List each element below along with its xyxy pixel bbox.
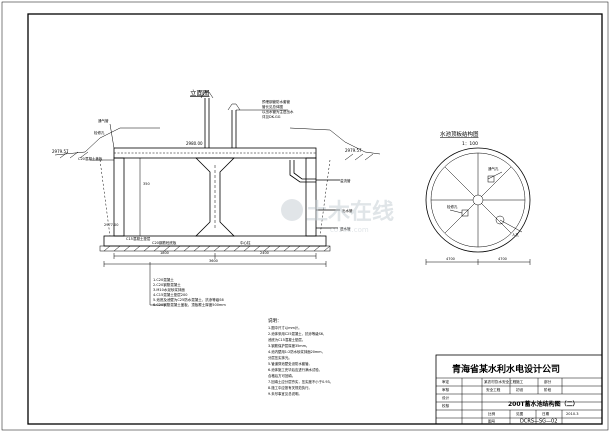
role-4: 校核 — [442, 403, 450, 408]
dim-height: 350 — [143, 182, 150, 186]
label-inlet: 进水管 — [340, 226, 351, 231]
scale-value: 见图 — [516, 412, 524, 416]
scale-label: 比例 — [488, 411, 496, 416]
project-line-1: 某农村饮水安全工程 — [484, 379, 517, 384]
stage-value: 部分 — [544, 379, 552, 384]
stage-label: 施工 — [516, 379, 524, 384]
plan-view: 水池顶板结构图 1：100 人孔 通气孔 检修孔 4700 4700 — [425, 130, 531, 265]
label-column: 中心柱 — [240, 240, 251, 245]
spec-item-1: 1.C20混凝土 — [153, 277, 174, 282]
label-outlet: 出水管 — [342, 208, 353, 213]
notes-item-10: 7.回填土应分层夯实，压实度不小于0.93。 — [268, 379, 333, 384]
ground-hatch-left — [59, 151, 89, 159]
vent-cap-left — [200, 91, 214, 99]
level-top: 2980.00 — [186, 141, 203, 146]
dept-label: 初设 — [516, 387, 524, 392]
plan-label-a: 通气孔 — [488, 166, 499, 171]
date-label: 日期 — [542, 411, 550, 416]
spec-item-2: 2.C20钢筋混凝土 — [153, 282, 181, 287]
level-right: 2979.57 — [345, 148, 362, 153]
label-cover: C20混凝土盖板 — [78, 156, 103, 161]
label-bottom-slab: C20钢筋砼底板 — [152, 240, 177, 245]
role-1: 审定 — [442, 379, 450, 384]
ground-line-right — [289, 127, 381, 155]
watermark-url: co188.com — [330, 226, 369, 234]
section-title: 立面图 — [190, 88, 210, 97]
note-line-1: 预埋钢管防水套管 — [262, 99, 290, 104]
title-block-frame — [435, 354, 603, 425]
base-layer — [99, 245, 331, 252]
title-block: 青海省某水利水电设计公司 某农村饮水安全工程 安全工程 审定 审核 设计 校核 … — [435, 354, 603, 425]
role-2: 审核 — [442, 387, 450, 392]
sheet-border-inner — [27, 13, 603, 425]
drawing-number: DCRS—SG—02 — [520, 419, 557, 425]
plan-opening-vent — [487, 175, 495, 183]
date-value: 2010.3 — [566, 412, 579, 416]
watermark-text: 土木在线 — [306, 199, 394, 225]
project-line-2: 安全工程 — [486, 387, 501, 392]
section-view: 立面图 2979.57 2979.57 2980.00 C20钢筋砼底板 中心 — [52, 88, 381, 267]
sheet-label: 图号 — [488, 419, 496, 424]
drawing-title: 200T蓄水池结构图（二） — [508, 400, 579, 408]
plan-dim-right: 4700 — [498, 257, 507, 261]
spec-item-3: 3.M10水泥砂浆抹面 — [153, 287, 185, 292]
label-riser: 通气管 — [98, 118, 109, 123]
dim-label-3: 2400 — [260, 251, 269, 255]
notes-item-3: 池底为C15混凝土垫层。 — [268, 337, 305, 342]
spec-item-4: 4.C15混凝土垫层200 — [153, 292, 187, 297]
notes-item-8: 6.池体施工完毕后应进行满水试验， — [268, 367, 322, 372]
company-name: 青海省某水利水电设计公司 — [452, 363, 560, 375]
notes-item-1: 1.图中尺寸以mm计。 — [268, 325, 302, 330]
label-overflow: 溢流管 — [340, 178, 351, 183]
dim-label-2: 1800 — [160, 251, 169, 255]
plan-label-c: 人孔 — [512, 232, 520, 237]
plan-dim-left: 4700 — [446, 257, 455, 261]
spec-item-5: 5.池底及池壁为C25防水混凝土，抗渗等级S6 — [153, 297, 224, 302]
notes-item-7: 5.管道穿池壁处设防水套管。 — [268, 361, 312, 366]
notes-item-2: 2.池体采用C25混凝土，抗渗等级S6， — [268, 331, 326, 336]
notes-item-9: 合格后方可回填。 — [268, 373, 295, 378]
note-line-4: 详见DK-GG — [262, 114, 281, 119]
notes-item-12: 9.未尽事宜见总说明。 — [268, 391, 302, 396]
notes-block: 说明： 1.图中尺寸以mm计。 2.池体采用C25混凝土，抗渗等级S6， 池底为… — [268, 317, 333, 396]
level-bottom: 2977.00 — [104, 223, 118, 227]
level-left: 2979.57 — [52, 149, 69, 154]
notes-heading: 说明： — [268, 317, 282, 324]
watermark: 土木在线 co188.com — [281, 199, 394, 234]
plan-outer-circle — [425, 147, 531, 253]
watermark-logo-icon — [281, 199, 303, 221]
label-base: C15混凝土垫层 — [126, 236, 151, 241]
plan-opening-manhole — [495, 215, 505, 225]
dim-label-1: 3600 — [209, 259, 218, 263]
plan-scale: 1：100 — [462, 141, 478, 147]
label-vent: 检修孔 — [94, 130, 105, 135]
spec-list: 1.C20混凝土 2.C20钢筋混凝土 3.M10水泥砂浆抹面 4.C15混凝土… — [149, 262, 226, 307]
plan-radial-beams — [431, 153, 525, 247]
ground-line-left — [54, 127, 160, 156]
role-3: 设计 — [442, 395, 450, 400]
notes-item-4: 3.钢筋保护层厚度35mm。 — [268, 343, 309, 348]
note-line-2: 管长见总体图 — [262, 104, 283, 109]
notes-item-11: 8.施工中应按有关规范执行。 — [268, 385, 312, 390]
notes-item-5: 4.池内壁用1:2防水砂浆抹面20mm， — [268, 349, 325, 354]
note-line-3: 以出水管为主进出水 — [262, 109, 294, 114]
spec-item-6: 6.C20钢筋混凝土盖板，顶板覆土厚度500mm — [153, 302, 226, 307]
notes-item-6: 分层压实抹光。 — [268, 355, 292, 360]
overflow-pipe — [289, 160, 316, 183]
plan-label-b: 检修孔 — [447, 204, 458, 209]
plan-title: 水池顶板结构图 — [440, 130, 479, 138]
dept-value: 阶段 — [544, 387, 552, 392]
